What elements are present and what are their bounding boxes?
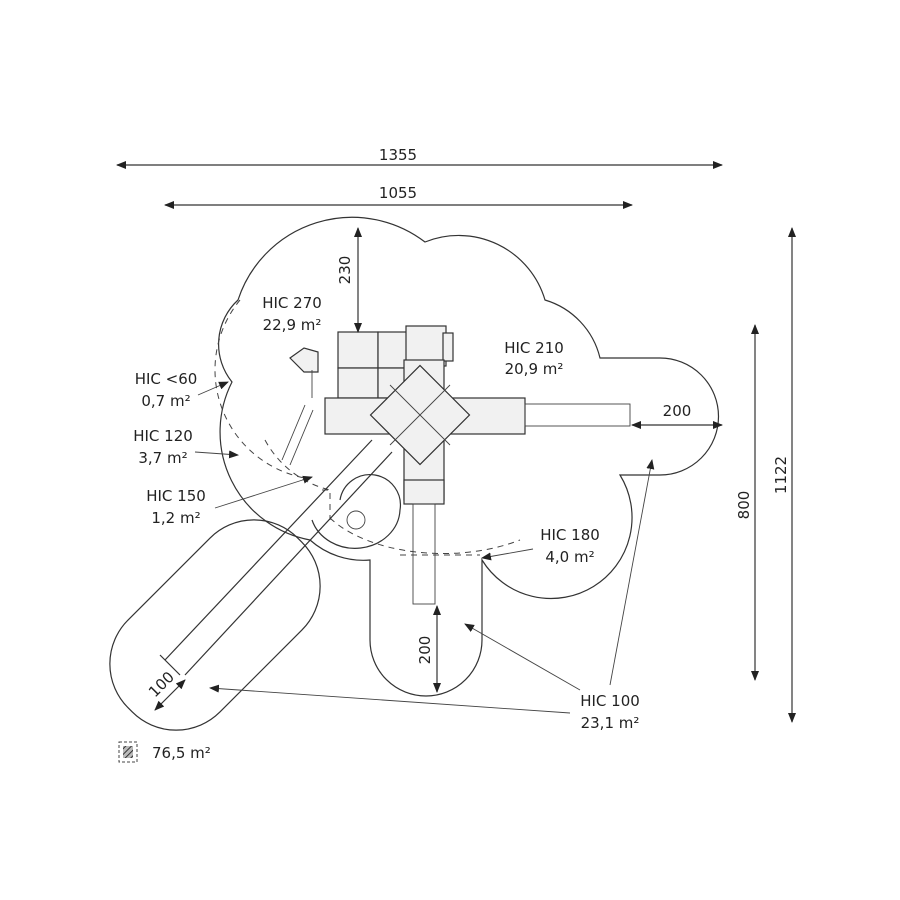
dim-right-clearance: 200 — [663, 402, 692, 420]
zone-label-area: 1,2 m² — [151, 509, 200, 527]
zone-label-hic: HIC 150 — [146, 487, 206, 505]
dim-overall-height: 1122 — [772, 456, 790, 494]
total-area-label: 76,5 m² — [152, 744, 211, 762]
zone-label-area: 3,7 m² — [138, 449, 187, 467]
hatched-area-icon — [118, 741, 138, 763]
zone-label-area: 23,1 m² — [581, 714, 640, 732]
hic-boundary-dashed-2 — [329, 517, 521, 556]
leader-arrows — [194, 381, 655, 714]
zone-label-area: 0,7 m² — [141, 392, 190, 410]
dim-slide-clearance: 100 — [145, 668, 178, 701]
tube-slide — [159, 439, 402, 676]
zone-label-hic: HIC 180 — [540, 526, 600, 544]
dimension-lines — [116, 161, 796, 723]
zone-label-hic: HIC 270 — [262, 294, 322, 312]
zone-label-hic: HIC 120 — [133, 427, 193, 445]
dim-top-clearance: 230 — [336, 256, 354, 285]
zone-label-area: 4,0 m² — [545, 548, 594, 566]
safety-zone-outline — [218, 216, 720, 697]
dim-overall-width: 1355 — [379, 146, 417, 164]
zone-label-hic: HIC 210 — [504, 339, 564, 357]
hic-boundary-dashed — [214, 299, 331, 491]
zone-label-area: 22,9 m² — [263, 316, 322, 334]
dim-structure-height: 800 — [735, 491, 753, 520]
dim-bottom-clearance: 200 — [416, 636, 434, 665]
zone-label-hic: HIC <60 — [135, 370, 198, 388]
dim-structure-width: 1055 — [379, 184, 417, 202]
play-structure — [281, 325, 631, 605]
zone-label-hic: HIC 100 — [580, 692, 640, 710]
zone-label-area: 20,9 m² — [505, 360, 564, 378]
slide-safety-zone — [109, 519, 321, 731]
hic-boundary-dashed-3 — [322, 489, 331, 520]
